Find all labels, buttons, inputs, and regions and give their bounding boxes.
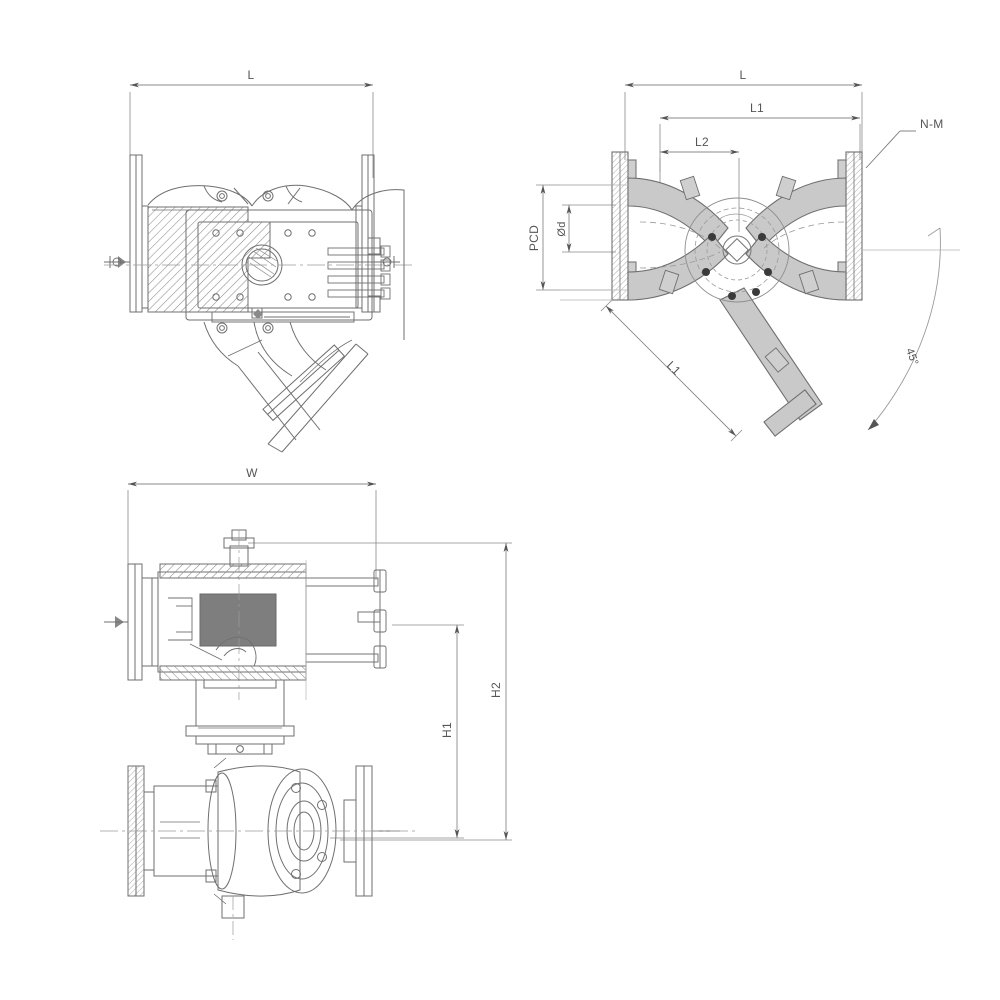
y-pattern-body [611,151,863,437]
angled-outlet-branch-top-left [203,321,369,453]
dimension-label-L1-top-right: L1 [750,101,764,115]
construction-lines-top-right [560,184,960,301]
dimension-label-H1: H1 [440,722,454,738]
dimension-label-L2-top-right: L2 [695,135,709,149]
view-bottom-left: W H2 H1 [100,466,512,940]
dimension-label-H2: H2 [489,682,503,698]
body-lugs [658,175,820,373]
right-flange-top-left [327,154,405,340]
dimension-label-N-M: N-M [920,117,944,131]
dimension-label-L-top-left: L [248,68,255,82]
valve-body-bottom-left [100,757,416,940]
valve-body-outline-top-left [104,184,416,321]
angle-45-arc [867,227,941,431]
view-top-right: L L1 L2 PCD Ød [527,68,960,442]
dimension-H2 [248,542,512,841]
central-hub [684,197,790,303]
dimension-label-45-degrees: 45° [903,347,920,368]
dimension-L-top-right [624,82,863,160]
dimension-Od-top-right [562,204,616,253]
pneumatic-actuator [104,529,387,700]
stem-bracket [185,679,295,755]
dimension-H1 [330,624,464,839]
dimension-label-L-top-right: L [740,68,747,82]
lower-bolt-bar-top-left [211,307,355,323]
leader-N-M [865,130,916,169]
hub-joint-nodes [702,233,772,300]
view-top-left: L [104,68,416,453]
dimension-label-W: W [246,466,258,480]
dimension-label-PCD: PCD [527,225,541,251]
dimension-label-Od: Ød [556,221,568,236]
dimension-L1-diagonal [600,299,743,442]
